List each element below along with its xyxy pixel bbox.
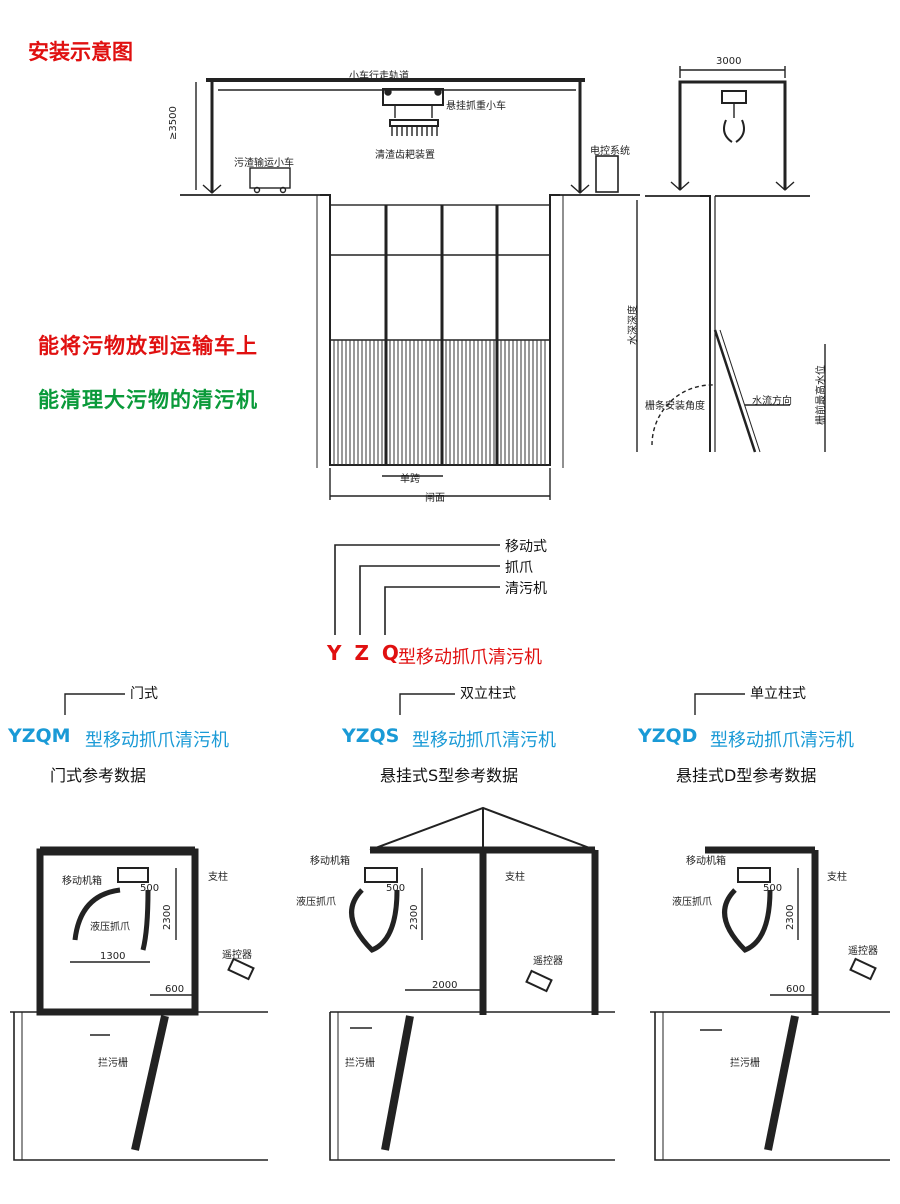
d-grab-label: 液压抓爪 (672, 897, 712, 908)
model-ref-m: 门式参考数据 (50, 766, 147, 785)
width-label: 闸面 (425, 493, 445, 504)
m-dim-1300: 1300 (100, 951, 126, 962)
s-dim-2300: 2300 (409, 904, 420, 930)
d-sensor-label: 遥控器 (848, 946, 878, 957)
s-rack-label: 拦污栅 (345, 1058, 375, 1069)
naming-item-grab: 抓爪 (505, 560, 533, 576)
s-column-label: 支柱 (505, 872, 525, 883)
model-ref-d: 悬挂式D型参考数据 (676, 766, 817, 785)
m-dim-2300: 2300 (162, 904, 173, 930)
m-dim-500: 500 (140, 883, 160, 894)
naming-item-cleaner: 清污机 (505, 581, 547, 597)
d-dim-500: 500 (763, 883, 783, 894)
model-name-d: 型移动抓爪清污机 (710, 730, 854, 751)
level-label: 栅前最高水位 (816, 365, 827, 425)
model-code-d: YZQD (638, 725, 698, 747)
s-dim-2000: 2000 (432, 980, 458, 991)
s-grab-label: 液压抓爪 (296, 897, 336, 908)
d-dim-2300: 2300 (785, 904, 796, 930)
m-column-label: 支柱 (208, 872, 228, 883)
track-label: 小车行走轨道 (349, 71, 409, 82)
bar-label: 单跨 (400, 474, 420, 485)
page-title: 安装示意图 (28, 40, 133, 64)
control-label: 电控系统 (590, 146, 630, 157)
d-dim-600: 600 (786, 984, 806, 995)
d-rack-label: 拦污栅 (730, 1058, 760, 1069)
naming-suffix: 型移动抓爪清污机 (398, 647, 542, 668)
rake-label: 清渣齿耙装置 (375, 150, 435, 161)
height-label: ≥3500 (168, 106, 179, 140)
depth-label: 水深深度 (628, 305, 639, 345)
m-sensor-label: 遥控器 (222, 950, 252, 961)
model-name-s: 型移动抓爪清污机 (412, 730, 556, 751)
model-tag-m: 门式 (130, 686, 158, 702)
m-grab-label: 液压抓爪 (90, 922, 130, 933)
m-dim-600: 600 (165, 984, 185, 995)
trolley-label: 悬挂抓重小车 (446, 101, 506, 112)
model-name-m: 型移动抓爪清污机 (85, 730, 229, 751)
angle-label: 栅条安装角度 (645, 401, 705, 412)
s-drive-label: 移动机箱 (310, 856, 350, 867)
m-rack-label: 拦污栅 (98, 1058, 128, 1069)
slogan-green: 能清理大污物的清污机 (38, 388, 258, 412)
flow-label: 水流方向 (752, 396, 792, 407)
model-ref-s: 悬挂式S型参考数据 (380, 766, 519, 785)
model-tag-d: 单立柱式 (750, 686, 806, 702)
m-drive-label: 移动机箱 (62, 876, 102, 887)
s-sensor-label: 遥控器 (533, 956, 563, 967)
naming-code: Y Z Q (327, 641, 402, 665)
model-code-s: YZQS (342, 725, 400, 747)
model-tag-s: 双立柱式 (460, 686, 516, 702)
model-code-m: YZQM (8, 725, 71, 747)
naming-item-mobile: 移动式 (505, 539, 547, 555)
slogan-red: 能将污物放到运输车上 (38, 334, 258, 358)
d-drive-label: 移动机箱 (686, 856, 726, 867)
span-label: 3000 (716, 56, 742, 67)
d-column-label: 支柱 (827, 872, 847, 883)
cart-label: 污渣输运小车 (234, 158, 294, 169)
s-dim-500: 500 (386, 883, 406, 894)
